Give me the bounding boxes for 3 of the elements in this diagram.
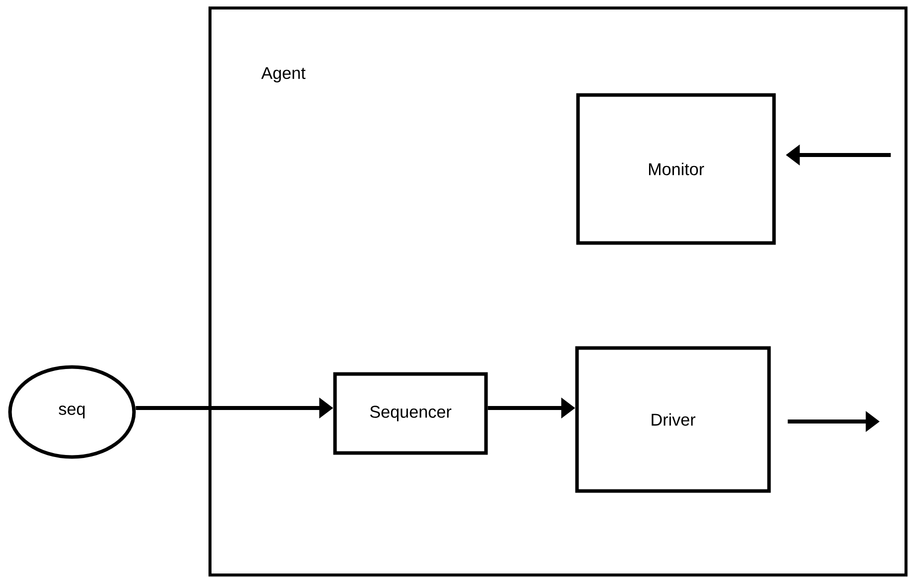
- monitor-box: Monitor: [576, 93, 776, 245]
- driver-box: Driver: [575, 346, 771, 493]
- sequencer-box: Sequencer: [333, 372, 488, 455]
